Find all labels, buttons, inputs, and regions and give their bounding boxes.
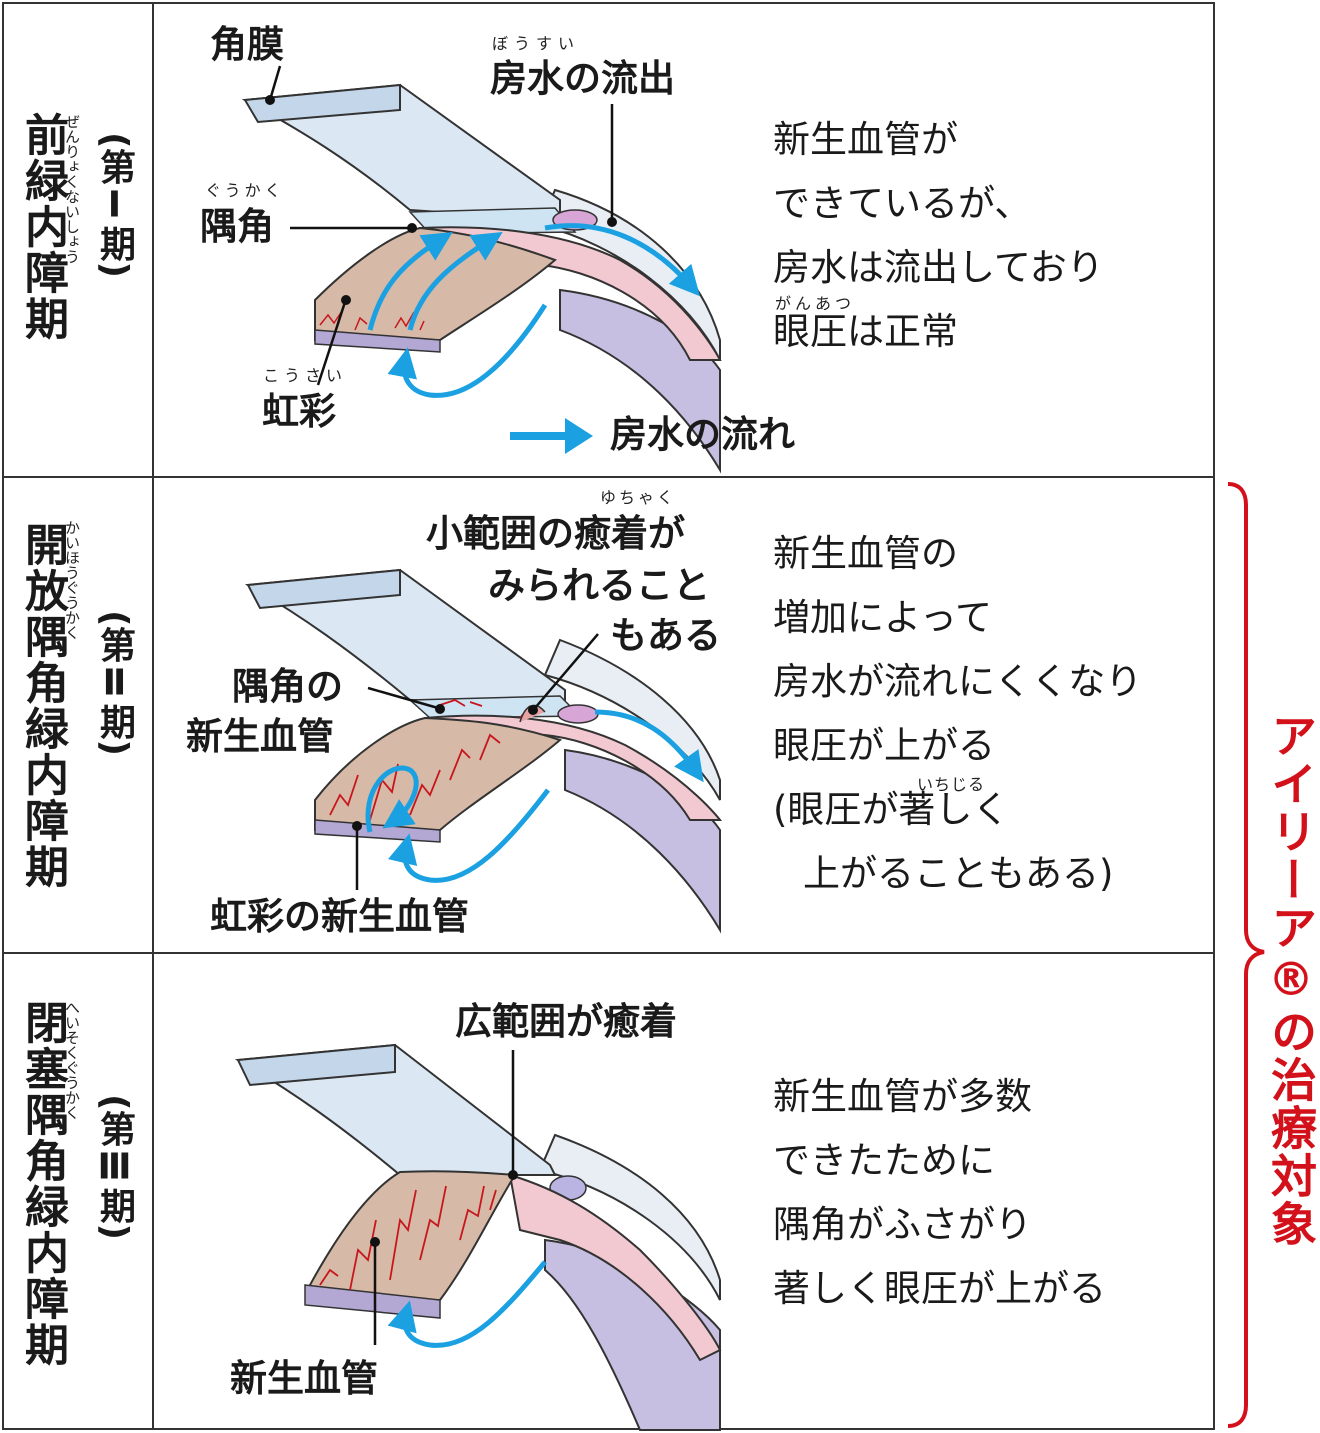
stage1-name: 前緑内障期 — [17, 112, 68, 342]
treatment-target-label: アイリーア®の治療対象 — [1264, 712, 1318, 1248]
label-iris: 虹彩 — [262, 390, 336, 433]
stage1-description: 新生血管が できているが、 房水は流出しており 眼圧は正常 — [773, 118, 1104, 353]
treatment-bracket — [1227, 482, 1265, 1428]
legend-label: 房水の流れ — [610, 413, 795, 456]
label-adhesion-line2: みられること — [488, 564, 710, 607]
label-iris-vessels: 虹彩の新生血管 — [210, 895, 469, 938]
stage2-name: 開放隅角緑内障期 — [17, 522, 68, 890]
ruby-remarkably: いちじる — [917, 775, 986, 794]
stage3-name: 閉塞隅角緑内障期 — [17, 1000, 68, 1368]
label-angle-vessels-line1: 隅角の — [232, 665, 343, 708]
ruby-adhesion: ゆちゃく — [600, 488, 677, 507]
ruby-angle: ぐうかく — [205, 181, 285, 200]
stage1-drawing — [241, 65, 722, 474]
stage2-description: 新生血管の 増加によって 房水が流れにくくなり 眼圧が上がる (眼圧が著しく 上… — [773, 532, 1143, 895]
stage3-furigana: へいそくぐうかく — [63, 1000, 81, 1120]
label-vessels: 新生血管 — [230, 1357, 378, 1400]
row-divider-1 — [2, 476, 1215, 478]
label-angle: 隅角 — [200, 205, 274, 248]
stage1-furigana: ぜんりょくないしょう — [63, 114, 81, 264]
label-angle-vessels-line2: 新生血管 — [186, 715, 334, 758]
label-adhesion-line1: 小範囲の癒着が — [426, 512, 685, 555]
stage3-drawing — [234, 1043, 722, 1431]
stage2-furigana: かいほうぐうかく — [63, 520, 81, 640]
stage2-drawing — [244, 568, 723, 934]
ruby-iris: こうさい — [263, 366, 348, 385]
row-divider-2 — [2, 952, 1215, 954]
ruby-aqueous: ぼうすい — [492, 34, 581, 53]
stage2-number: (第Ⅱ期) — [94, 610, 135, 756]
ruby-pressure: がんあつ — [775, 294, 856, 313]
stage1-number: (第Ⅰ期) — [94, 132, 135, 278]
label-outflow: 房水の流出 — [490, 57, 675, 100]
stage3-number: (第Ⅲ期) — [94, 1094, 135, 1240]
table-frame — [2, 2, 1215, 1430]
label-cornea: 角膜 — [210, 23, 284, 66]
stage1-legend-arrow — [510, 418, 593, 454]
stage3-description: 新生血管が多数 できたために 隅角がふさがり 著しく眼圧が上がる — [773, 1075, 1106, 1310]
label-adhesion-line3: もある — [610, 614, 721, 657]
label-wide-adhesion: 広範囲が癒着 — [455, 1000, 677, 1043]
column-divider — [152, 2, 154, 1430]
